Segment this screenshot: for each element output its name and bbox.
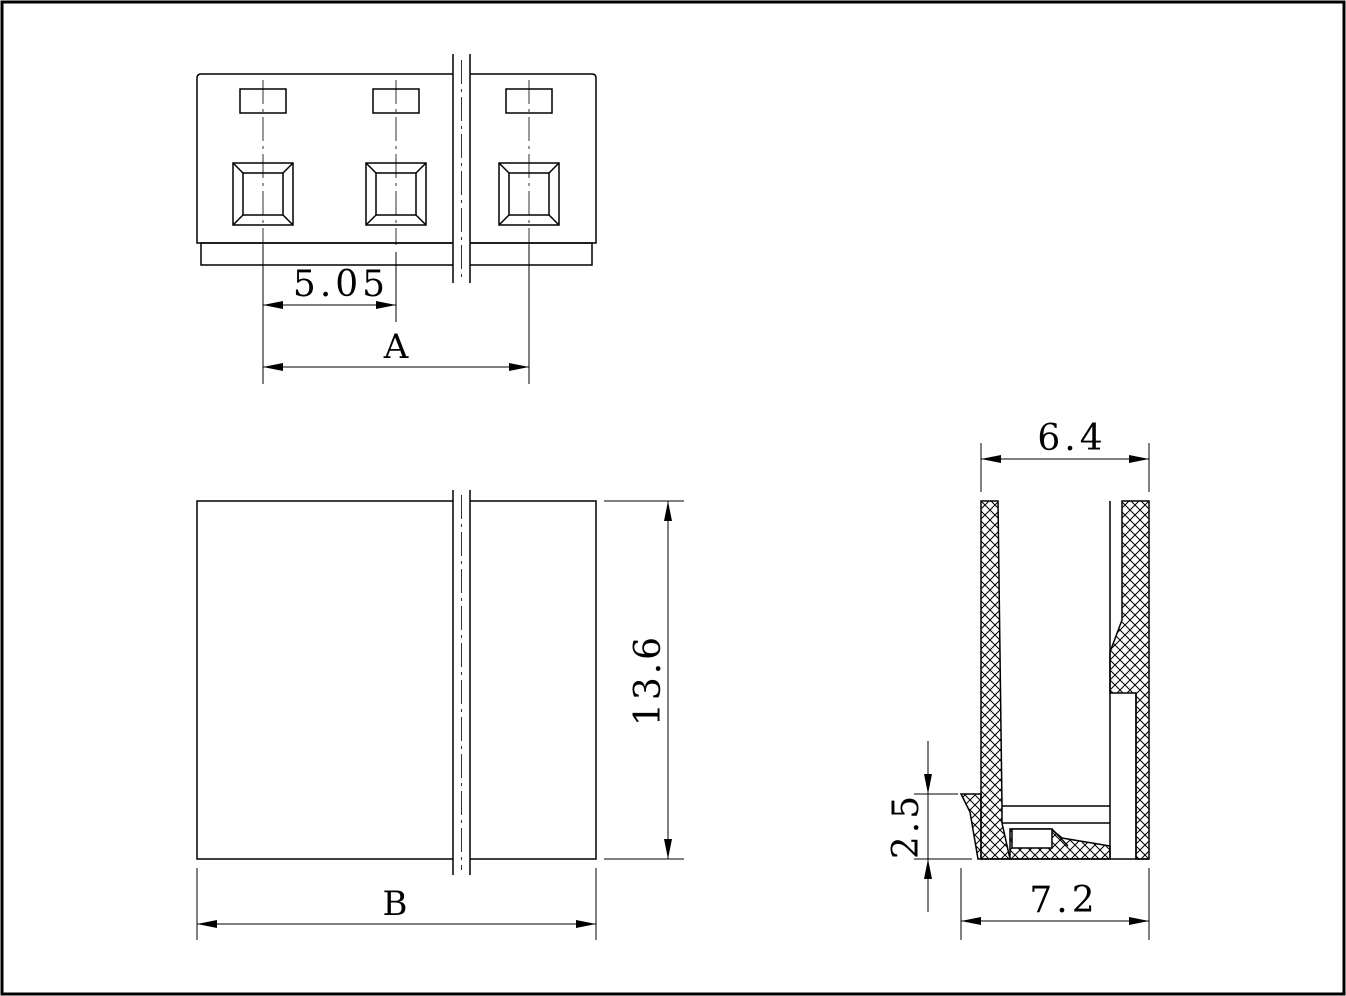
dim-span-label: A — [383, 327, 409, 367]
top-view-break-lines — [452, 54, 471, 283]
side-view-extension-lines — [914, 443, 1150, 940]
side-view — [914, 443, 1150, 940]
top-view — [196, 54, 597, 384]
dim-bottom-width-label: 7.2 — [1029, 880, 1098, 921]
top-view-body-left — [196, 73, 453, 244]
dim-pitch: 5.05 — [263, 264, 396, 309]
side-foot-section — [959, 793, 982, 860]
top-view-base-right — [470, 242, 593, 266]
dim-width-label: B — [383, 884, 408, 924]
side-right-wall-section — [1109, 500, 1150, 860]
top-view-body-right — [470, 73, 597, 244]
top-view-centerlines — [262, 80, 530, 245]
dim-height: 13.6 — [628, 501, 672, 859]
front-view-body-right — [470, 500, 597, 860]
front-view — [196, 490, 684, 940]
front-view-extension-lines — [196, 500, 684, 940]
dim-top-width: 6.4 — [981, 418, 1149, 463]
side-view-outlines — [981, 501, 1149, 860]
dim-height-label: 13.6 — [628, 634, 669, 726]
front-view-body-left — [196, 500, 453, 860]
dim-pitch-label: 5.05 — [293, 264, 389, 305]
dim-top-width-label: 6.4 — [1037, 418, 1106, 459]
top-view-extension-lines — [262, 245, 530, 384]
dim-span: A — [263, 327, 529, 371]
top-view-base-left — [200, 242, 453, 266]
front-view-break-lines — [452, 490, 471, 875]
dim-foot-height-label: 2.5 — [886, 793, 927, 859]
dim-width: B — [197, 884, 596, 928]
dim-foot-height: 2.5 — [886, 741, 932, 912]
dim-bottom-width: 7.2 — [961, 880, 1149, 925]
